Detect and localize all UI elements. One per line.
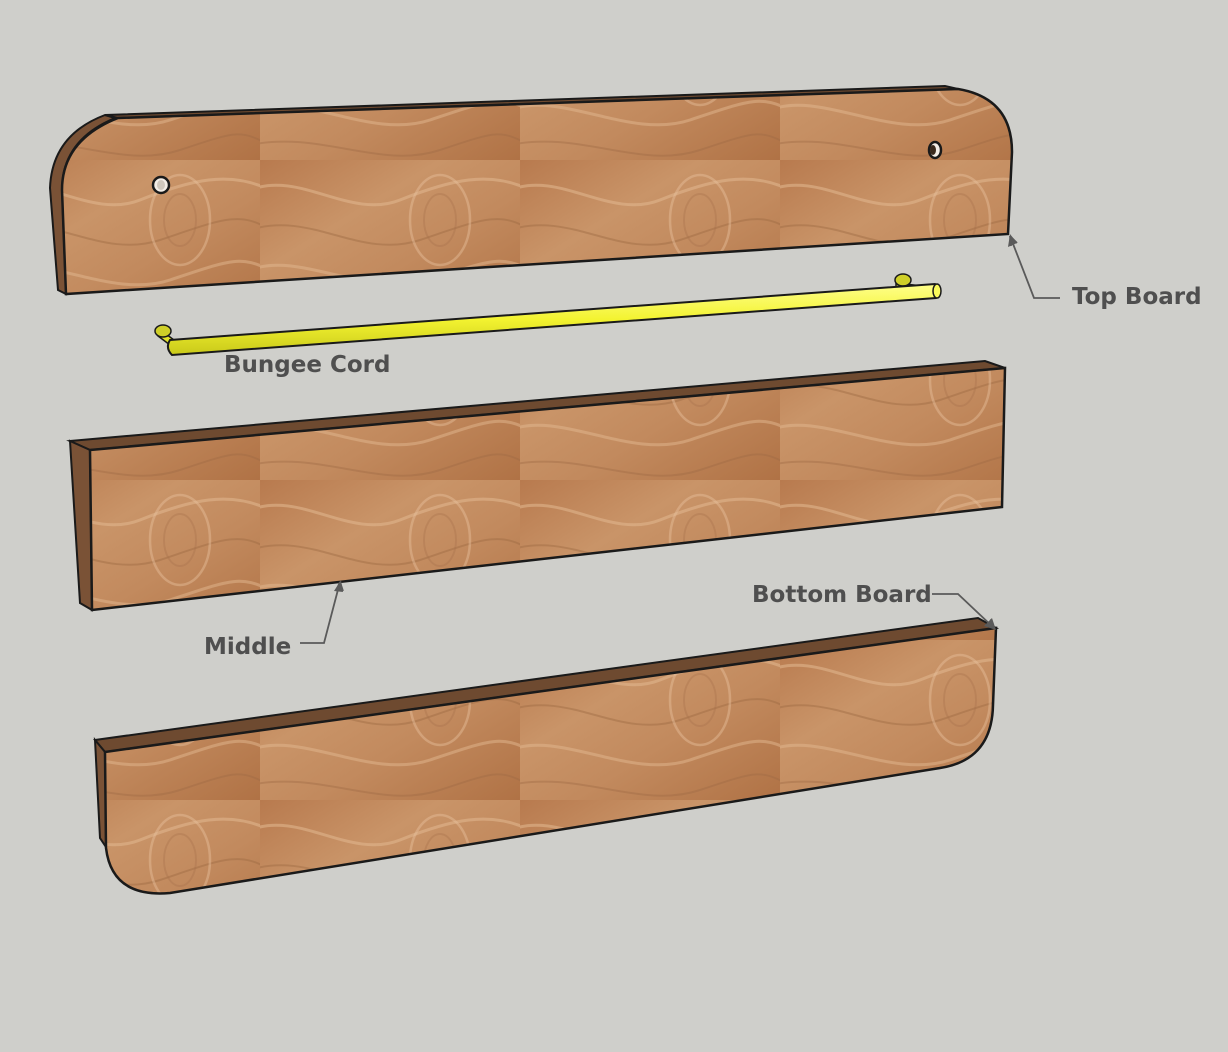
bottom-board-leader xyxy=(932,593,995,629)
top-board xyxy=(48,84,1014,296)
bottom-board-label: Bottom Board xyxy=(752,582,932,608)
bungee-cord xyxy=(154,273,942,357)
middle-leader xyxy=(300,581,341,644)
bottom-board xyxy=(93,616,1000,895)
top-board-leader xyxy=(1009,235,1060,299)
top-board-label: Top Board xyxy=(1072,284,1202,310)
middle-board xyxy=(66,359,1007,612)
leader-arrowheads xyxy=(334,234,1017,630)
bungee-cord-label: Bungee Cord xyxy=(224,352,391,378)
middle-label: Middle xyxy=(204,634,292,660)
